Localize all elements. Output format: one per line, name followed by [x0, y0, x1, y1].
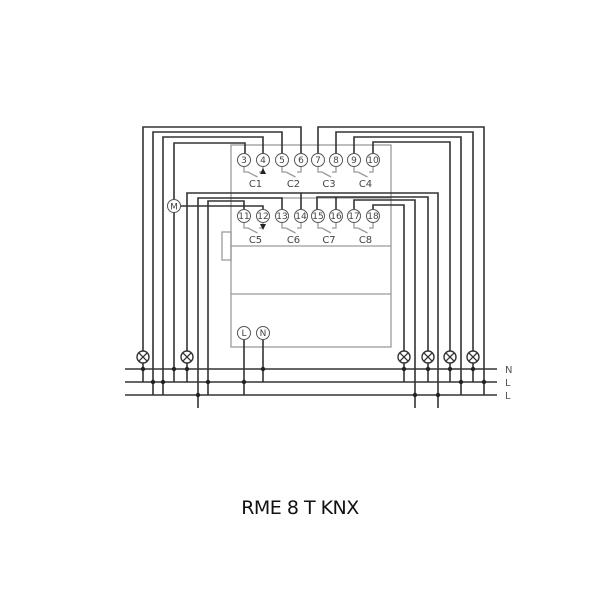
terminal-8-label: 8	[333, 156, 339, 166]
terminal-17-circle	[347, 209, 361, 223]
junction-dot	[260, 366, 266, 372]
channel-C7-label: C7	[322, 235, 335, 246]
channel-C7-bracket	[332, 223, 337, 229]
channel-C8-bracket	[353, 223, 368, 234]
terminal-3-label: 3	[241, 156, 247, 166]
channel-C4-bracket	[369, 167, 374, 173]
channel-C4-label: C4	[359, 179, 372, 190]
terminal-N-circle	[256, 326, 270, 340]
bus-label-l2: L	[505, 391, 511, 402]
channel-C6-bracket	[297, 223, 302, 229]
bus-label-l1: L	[505, 378, 511, 389]
channel-C8-bracket	[369, 223, 374, 229]
channel-C1-label: C1	[249, 179, 262, 190]
channel-C3-bracket	[332, 167, 337, 173]
channel-C2-label: C2	[287, 179, 300, 190]
channel-C2-bracket	[281, 167, 296, 178]
terminal-7-circle	[311, 153, 325, 167]
motor: M	[167, 199, 181, 213]
channel-C8-label: C8	[359, 235, 372, 246]
terminal-9-circle	[347, 153, 361, 167]
lamps	[136, 350, 480, 364]
terminal-15-circle	[311, 209, 325, 223]
bus-label-n: N	[505, 365, 512, 376]
junction-dot	[435, 392, 441, 398]
lamp-icon	[421, 350, 435, 364]
terminal-3-circle	[237, 153, 251, 167]
lamp-icon	[136, 350, 150, 364]
channel-C1-bracket	[243, 167, 258, 178]
junction-dot	[458, 379, 464, 385]
channel-C2-bracket	[297, 167, 302, 173]
junction-dot	[184, 366, 190, 372]
motor-label: M	[170, 203, 178, 213]
junction-dot	[425, 366, 431, 372]
terminal-4-circle	[256, 153, 270, 167]
junction-dot	[150, 379, 156, 385]
terminal-8-circle	[329, 153, 343, 167]
junction-dot	[481, 379, 487, 385]
terminal-18-circle	[366, 209, 380, 223]
down-arrow-icon	[260, 224, 266, 230]
junction-dot	[171, 366, 177, 372]
terminal-13-label: 13	[276, 212, 287, 222]
terminal-12-label: 12	[257, 212, 268, 222]
junction-dot	[140, 366, 146, 372]
terminal-11-circle	[237, 209, 251, 223]
terminal-18-label: 18	[367, 212, 379, 222]
terminal-L-circle	[237, 326, 251, 340]
terminal-5-circle	[275, 153, 289, 167]
junction-dot	[205, 379, 211, 385]
channel-C3-label: C3	[322, 179, 335, 190]
terminal-13-circle	[275, 209, 289, 223]
junction-dot	[470, 366, 476, 372]
lamp-icon	[443, 350, 457, 364]
junction-dot	[401, 366, 407, 372]
terminal-9-label: 9	[351, 156, 357, 166]
terminal-6-label: 6	[298, 156, 304, 166]
lamp-icon	[397, 350, 411, 364]
junction-dot	[195, 392, 201, 398]
terminal-L-label: L	[241, 329, 246, 339]
up-arrow-icon	[260, 168, 266, 174]
terminal-10-label: 10	[367, 156, 379, 166]
junction-dot	[412, 392, 418, 398]
terminal-12-circle	[256, 209, 270, 223]
device-box	[221, 144, 392, 348]
junction-dot	[160, 379, 166, 385]
terminal-5-label: 5	[279, 156, 285, 166]
terminal-10-circle	[366, 153, 380, 167]
junction-dot	[447, 366, 453, 372]
channel-C5-bracket	[243, 223, 258, 234]
terminal-N-label: N	[260, 329, 267, 339]
junction-dots	[140, 366, 487, 398]
lamp-icon	[180, 350, 194, 364]
terminal-14-label: 14	[295, 212, 307, 222]
channel-C7-bracket	[317, 223, 332, 234]
junction-dot	[241, 379, 247, 385]
terminal-7-label: 7	[315, 156, 321, 166]
terminal-11-label: 11	[238, 212, 249, 222]
channel-C3-bracket	[317, 167, 332, 178]
channel-C5-label: C5	[249, 235, 262, 246]
wires	[125, 126, 497, 408]
terminal-16-circle	[329, 209, 343, 223]
terminal-17-label: 17	[348, 212, 359, 222]
channel-C6-label: C6	[287, 235, 300, 246]
channel-C4-bracket	[353, 167, 368, 178]
terminal-14-circle	[294, 209, 308, 223]
diagram-title: RME 8 T KNX	[241, 497, 359, 519]
lamp-icon	[466, 350, 480, 364]
channel-C6-bracket	[281, 223, 296, 234]
terminal-16-label: 16	[330, 212, 342, 222]
terminal-4-label: 4	[260, 156, 266, 166]
terminal-6-circle	[294, 153, 308, 167]
terminal-15-label: 15	[312, 212, 323, 222]
